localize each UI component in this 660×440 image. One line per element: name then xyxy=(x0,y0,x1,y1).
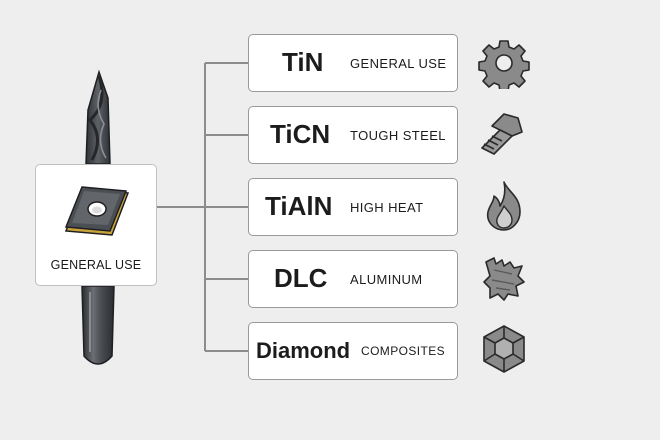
coating-name: DLC xyxy=(274,263,328,293)
coating-name: TiCN xyxy=(270,119,331,149)
coating-card-tin: TiN GENERAL USE xyxy=(248,34,458,92)
hexagon-composite-icon xyxy=(483,325,525,373)
coating-use: ALUMINUM xyxy=(350,272,423,287)
connector-lines xyxy=(157,62,248,352)
coating-card-tialn: TiAlN HIGH HEAT xyxy=(248,178,458,236)
coating-card-ticn: TiCN TOUGH STEEL xyxy=(248,106,458,164)
drill-bit-icon xyxy=(81,69,115,365)
gear-icon xyxy=(478,40,530,89)
center-label: GENERAL USE xyxy=(50,258,142,272)
coating-name: Diamond xyxy=(256,338,351,363)
coating-card-dlc: DLC ALUMINUM xyxy=(248,250,458,308)
coating-use: TOUGH STEEL xyxy=(350,128,446,143)
cutting-insert-icon xyxy=(64,186,130,236)
coating-card-diamond: Diamond COMPOSITES xyxy=(248,322,458,380)
coating-use: HIGH HEAT xyxy=(350,200,424,215)
coating-use: COMPOSITES xyxy=(361,344,446,358)
flame-icon xyxy=(486,181,521,231)
general-use-insert-card: GENERAL USE xyxy=(35,164,157,286)
coating-name: TiN xyxy=(282,47,324,77)
coating-use: GENERAL USE xyxy=(350,56,447,71)
bolt-icon xyxy=(481,113,523,155)
coating-name: TiAlN xyxy=(265,191,333,221)
aluminum-chip-icon xyxy=(483,257,525,301)
